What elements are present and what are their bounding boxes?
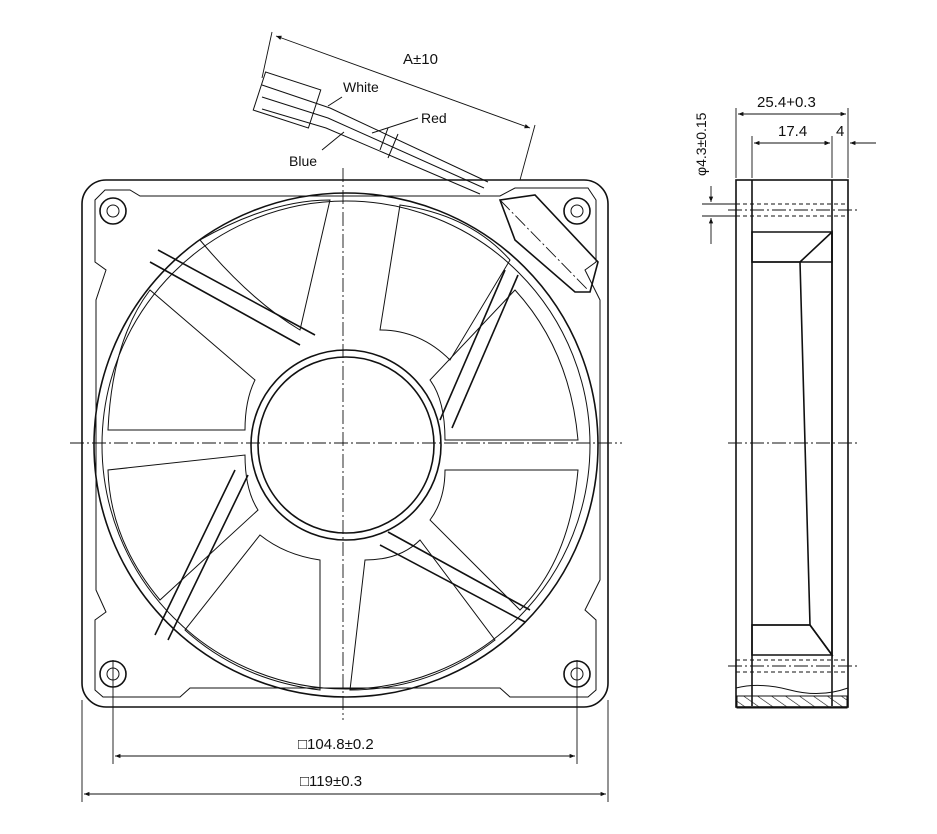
flange-label: 4 bbox=[836, 123, 844, 140]
side-view: 25.4+0.3 17.4 4 φ4.3±0.15 bbox=[693, 94, 876, 709]
wire-red-label: Red bbox=[421, 110, 447, 126]
frame-size-dimension: □119±0.3 bbox=[81, 700, 609, 802]
overall-depth-label: 25.4+0.3 bbox=[757, 94, 816, 111]
hub-outer bbox=[250, 349, 442, 541]
venturi-inner bbox=[101, 200, 591, 690]
cable-length-dimension: A±10 bbox=[261, 31, 536, 181]
outer-frame bbox=[81, 179, 609, 708]
hole-pitch-label: □104.8±0.2 bbox=[298, 736, 374, 753]
hub-inner bbox=[257, 356, 435, 534]
inner-frame-contour bbox=[94, 187, 601, 698]
mounting-hole-top-left bbox=[99, 197, 127, 225]
hole-diameter-dimension: φ4.3±0.15 bbox=[693, 112, 736, 244]
venturi-outer bbox=[93, 192, 599, 698]
cable-length-label: A±10 bbox=[403, 51, 438, 68]
hole-pitch-dimension: □104.8±0.2 bbox=[112, 660, 578, 764]
wire-blue-label: Blue bbox=[289, 153, 317, 169]
front-view: A±10 White Red Blue □104.8±0.2 □119±0.3 bbox=[70, 31, 622, 802]
wire-white-label: White bbox=[343, 79, 379, 95]
overall-depth-dimension: 25.4+0.3 bbox=[735, 94, 849, 178]
flange-dimension: 4 bbox=[812, 123, 876, 146]
mounting-hole-top-right bbox=[563, 197, 591, 225]
wire-callouts bbox=[321, 96, 419, 151]
section-hatch bbox=[736, 695, 848, 709]
hole-diameter-label: φ4.3±0.15 bbox=[693, 112, 709, 176]
body-depth-dimension: 17.4 bbox=[751, 123, 833, 178]
body-depth-label: 17.4 bbox=[778, 123, 807, 140]
frame-size-label: □119±0.3 bbox=[300, 773, 362, 790]
cable-exit-box bbox=[498, 194, 599, 293]
struts bbox=[149, 249, 531, 641]
